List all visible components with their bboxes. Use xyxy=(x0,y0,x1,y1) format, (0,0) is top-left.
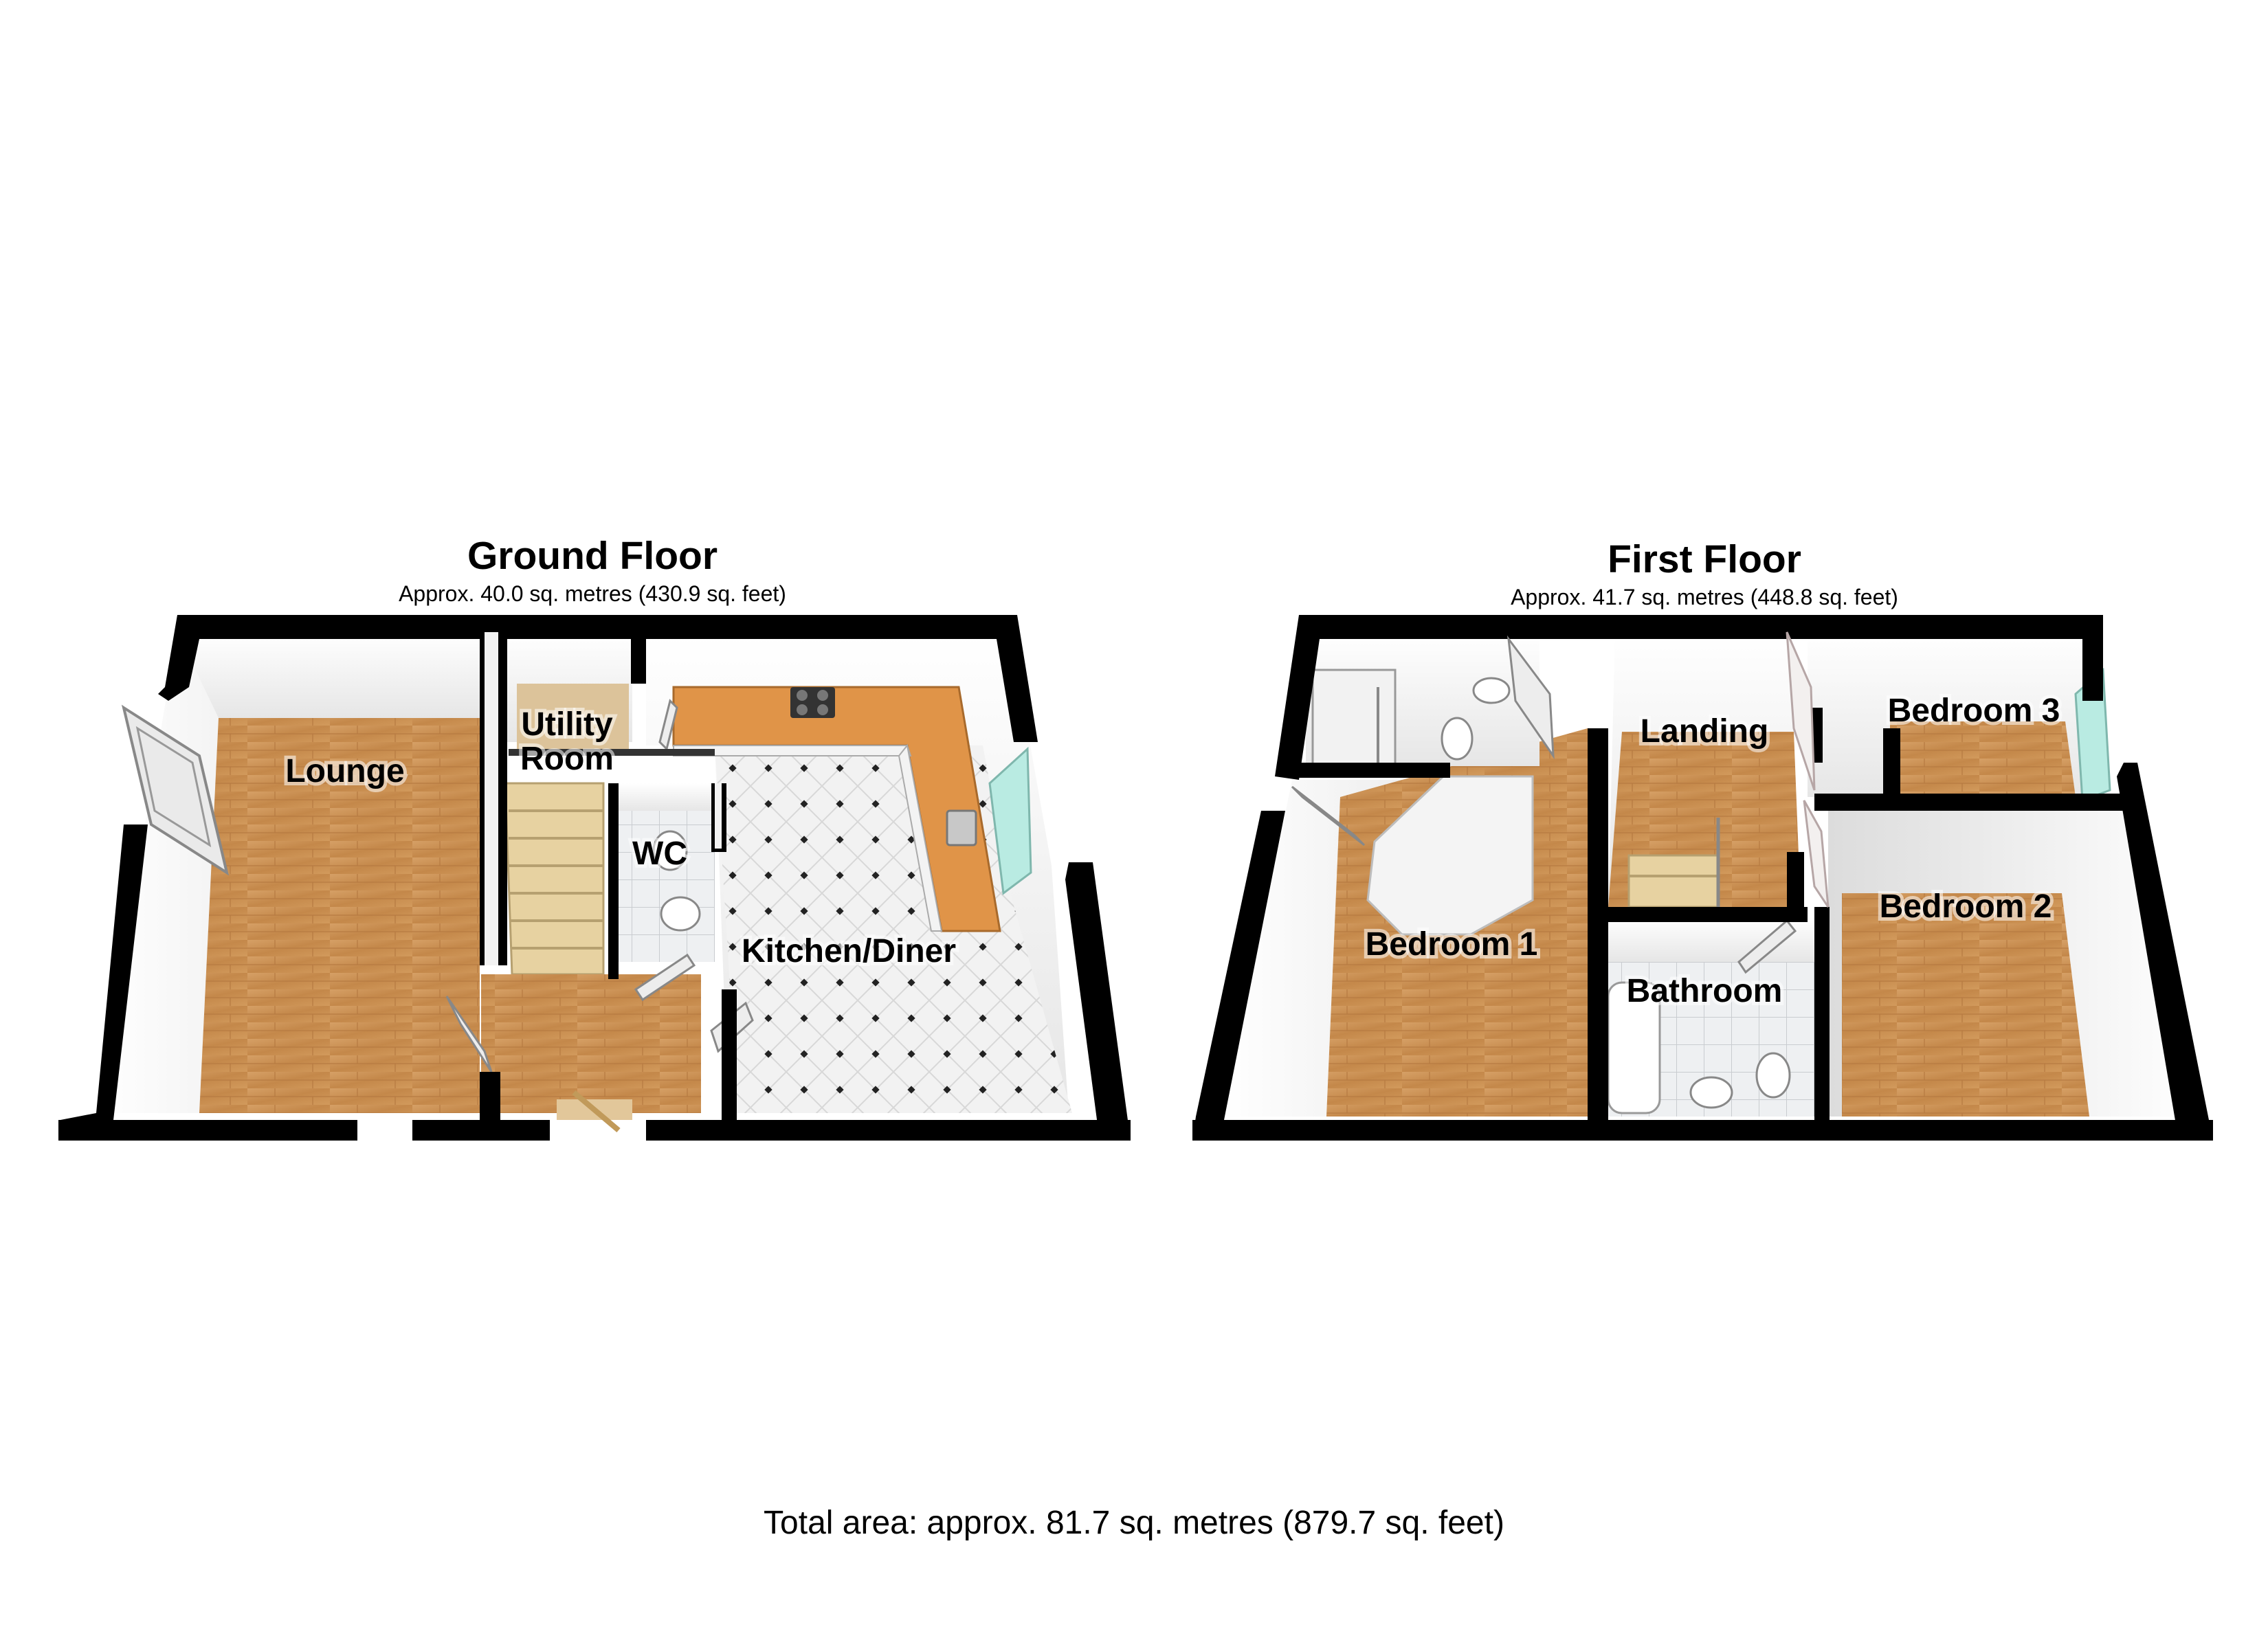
utility-door[interactable] xyxy=(658,699,678,751)
bedroom-3-label: Bedroom 3 xyxy=(1888,693,2060,729)
utility-room xyxy=(507,632,632,749)
bedroom-1-room xyxy=(1223,632,1601,1117)
wc-label: WC xyxy=(632,835,687,872)
hob-icon xyxy=(790,687,835,718)
lounge-label: Lounge xyxy=(285,753,404,789)
toilet-icon xyxy=(652,830,688,871)
ground-floor: Ground Floor Approx. 40.0 sq. metres (43… xyxy=(58,534,1131,1141)
kitchen-window-icon xyxy=(988,746,1032,895)
kitchen-diner-room xyxy=(646,632,1072,1113)
bedroom-1-label: Bedroom 1 xyxy=(1366,926,1538,963)
bedroom-2-label: Bedroom 2 xyxy=(1880,888,2052,925)
ground-floor-area: Approx. 40.0 sq. metres (430.9 sq. feet) xyxy=(399,581,786,606)
basin-icon xyxy=(660,896,701,932)
bathroom-toilet-icon xyxy=(1755,1052,1791,1099)
bathroom-door[interactable] xyxy=(1737,919,1797,974)
utility-label-line1: Utility xyxy=(521,706,613,743)
first-floor-title: First Floor xyxy=(1608,537,1801,581)
first-floor: First Floor Approx. 41.7 sq. metres (448… xyxy=(1192,537,2213,1141)
bedroom-2-room xyxy=(1828,811,2199,1117)
total-area: Total area: approx. 81.7 sq. metres (879… xyxy=(764,1505,1504,1541)
bathroom-basin-icon xyxy=(1689,1076,1733,1109)
utility-label-line2: Room xyxy=(520,741,614,777)
landing-label: Landing xyxy=(1641,713,1769,750)
wc-room xyxy=(619,783,715,962)
first-floor-area: Approx. 41.7 sq. metres (448.8 sq. feet) xyxy=(1511,585,1898,609)
lounge-room xyxy=(96,632,481,1113)
ensuite-toilet-icon xyxy=(1441,717,1474,761)
front-door[interactable] xyxy=(572,1090,621,1133)
shower-icon xyxy=(1311,669,1397,767)
bedroom-2-door[interactable] xyxy=(1803,800,1830,908)
stairs xyxy=(504,782,605,976)
lounge-window-icon xyxy=(121,704,230,876)
ground-floor-inner-walls xyxy=(485,632,722,965)
bathroom-room xyxy=(1594,917,1814,1117)
sink-icon xyxy=(946,809,977,846)
first-floor-walls xyxy=(1192,615,2213,1141)
wardrobe xyxy=(1366,775,1534,936)
bedroom-3-room xyxy=(1808,632,2111,803)
landing-room xyxy=(1608,632,1801,908)
ensuite-door[interactable] xyxy=(1507,635,1555,760)
kitchen-diner-label: Kitchen/Diner xyxy=(742,933,956,969)
landing-door[interactable] xyxy=(1786,631,1816,791)
wc-door[interactable] xyxy=(634,953,696,1002)
bathroom-label: Bathroom xyxy=(1627,973,1783,1009)
landing-stairwell xyxy=(1627,854,1720,908)
ground-floor-title: Ground Floor xyxy=(467,534,718,578)
ensuite-basin-icon xyxy=(1472,677,1511,704)
